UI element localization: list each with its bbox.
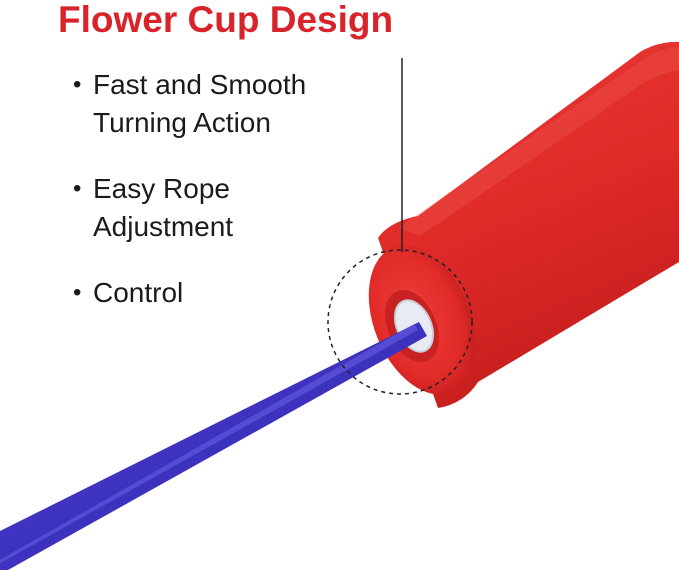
feature-text: Fast and Smooth Turning Action [93, 69, 307, 138]
feature-list: • Fast and Smooth Turning Action • Easy … [72, 66, 362, 312]
feature-item: • Control [72, 274, 362, 312]
feature-text: Control [93, 277, 184, 308]
bullet-icon: • [73, 279, 82, 306]
rope-highlight [0, 324, 418, 564]
feature-item: • Fast and Smooth Turning Action [72, 66, 362, 142]
bullet-icon: • [73, 71, 82, 98]
bullet-icon: • [73, 175, 82, 202]
callout-circle [327, 249, 473, 395]
feature-text: Easy Rope Adjustment [93, 173, 234, 242]
headline: Flower Cup Design [58, 0, 394, 40]
handle-highlight [398, 47, 679, 236]
feature-item: • Easy Rope Adjustment [72, 170, 362, 246]
